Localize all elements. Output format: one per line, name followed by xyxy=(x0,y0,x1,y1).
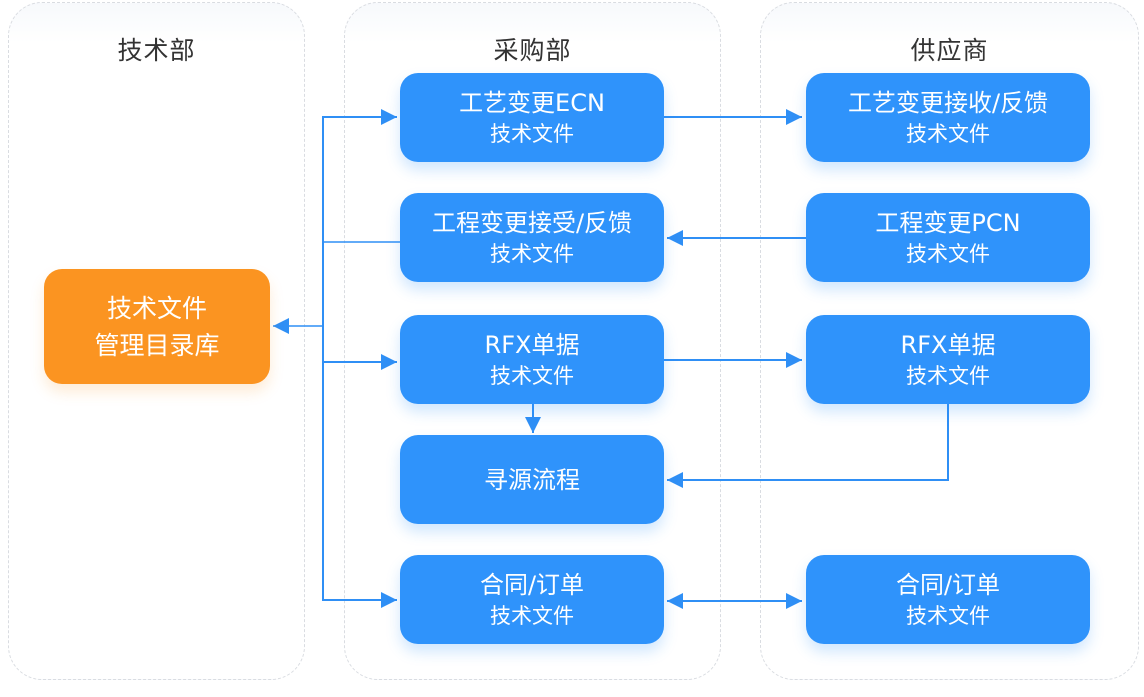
node-contract-supplier[interactable]: 合同/订单 技术文件 xyxy=(806,555,1090,644)
node-label: 工程变更PCN xyxy=(875,208,1021,237)
node-sourcing[interactable]: 寻源流程 xyxy=(400,435,664,524)
node-sublabel: 技术文件 xyxy=(906,363,990,388)
node-pcn[interactable]: 工程变更PCN 技术文件 xyxy=(806,193,1090,282)
node-contract-purchase[interactable]: 合同/订单 技术文件 xyxy=(400,555,664,644)
node-sublabel: 技术文件 xyxy=(906,121,990,146)
node-ecn[interactable]: 工艺变更ECN 技术文件 xyxy=(400,73,664,162)
lane-title-tech: 技术部 xyxy=(117,36,196,65)
node-sublabel: 技术文件 xyxy=(906,603,990,628)
node-ecn-ack[interactable]: 工艺变更接收/反馈 技术文件 xyxy=(806,73,1090,162)
node-label: 工艺变更ECN xyxy=(459,88,605,117)
node-sublabel: 技术文件 xyxy=(906,241,990,266)
node-label: 工艺变更接收/反馈 xyxy=(847,88,1049,117)
node-label: 合同/订单 xyxy=(479,570,585,599)
node-pcn-ack[interactable]: 工程变更接受/反馈 技术文件 xyxy=(400,193,664,282)
node-label: 技术文件 xyxy=(106,293,207,323)
node-sublabel: 技术文件 xyxy=(490,241,574,266)
node-rfx-purchase[interactable]: RFX单据 技术文件 xyxy=(400,315,664,404)
node-label: 工程变更接受/反馈 xyxy=(431,208,633,237)
node-label: 合同/订单 xyxy=(895,570,1001,599)
node-label: RFX单据 xyxy=(484,330,580,359)
node-rfx-supplier[interactable]: RFX单据 技术文件 xyxy=(806,315,1090,404)
node-sublabel: 技术文件 xyxy=(490,121,574,146)
lane-title-supplier: 供应商 xyxy=(910,36,989,65)
node-sublabel: 技术文件 xyxy=(490,363,574,388)
lane-title-purchase: 采购部 xyxy=(493,36,572,65)
node-sublabel: 管理目录库 xyxy=(94,330,220,360)
node-label: RFX单据 xyxy=(900,330,996,359)
node-label: 寻源流程 xyxy=(484,465,580,494)
node-tech-doc-repository[interactable]: 技术文件 管理目录库 xyxy=(44,269,270,384)
node-sublabel: 技术文件 xyxy=(490,603,574,628)
